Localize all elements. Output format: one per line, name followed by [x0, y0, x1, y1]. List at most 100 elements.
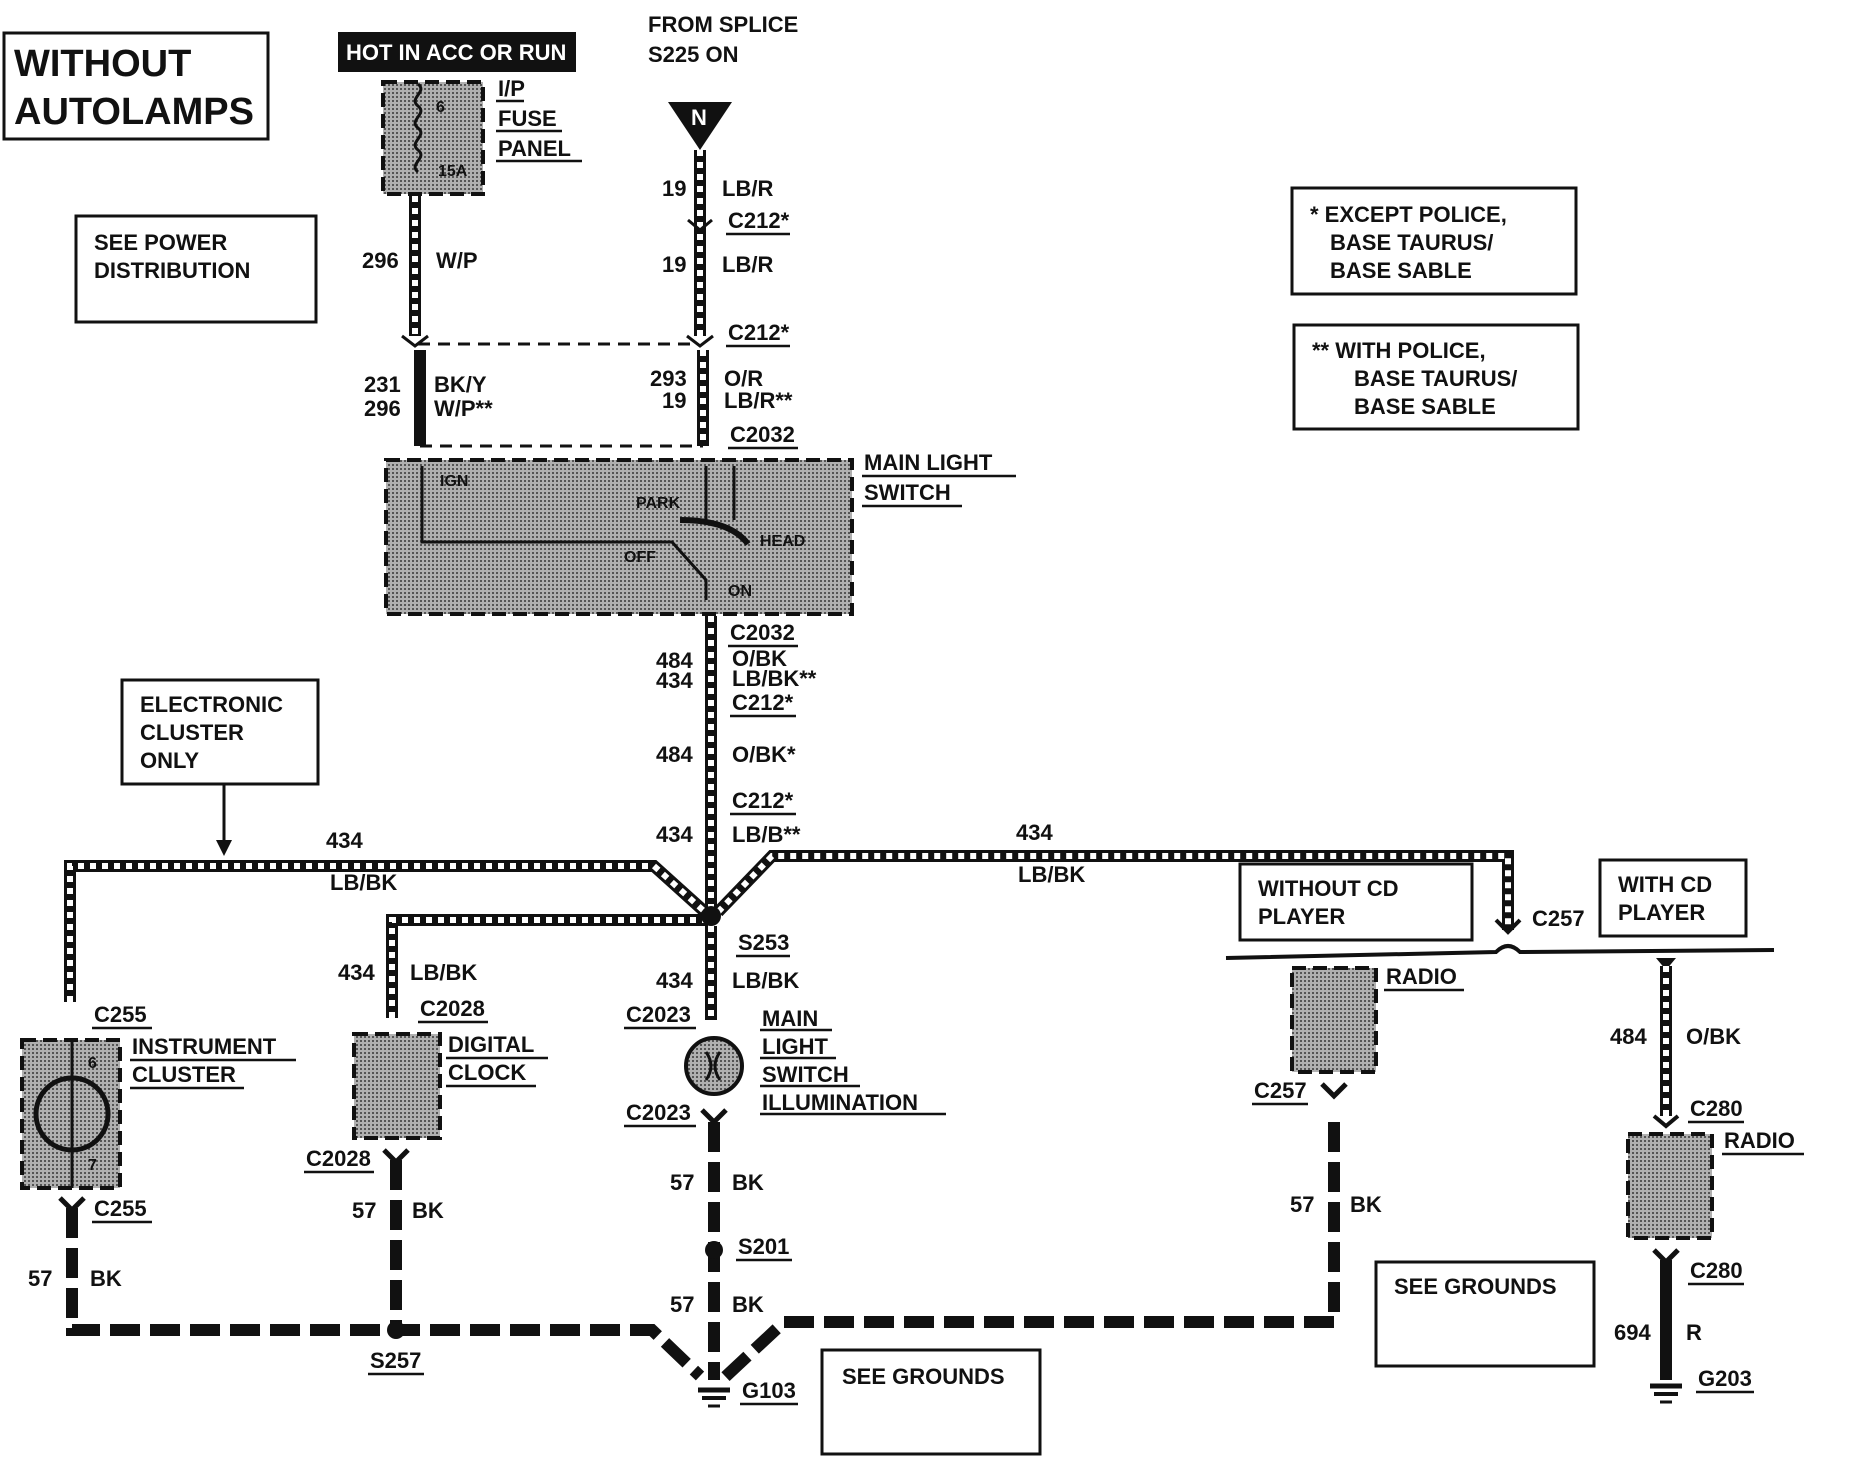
- w19c-color: LB/R**: [724, 388, 793, 413]
- w434-clock-color: LB/BK: [410, 960, 477, 985]
- splice-triangle-icon: [668, 102, 732, 150]
- splice-source: FROM SPLICE S225 ON N: [648, 12, 798, 150]
- w434-illum-color: LB/BK: [732, 968, 799, 993]
- connector-c212-1-icon: [687, 218, 713, 232]
- w296-color: W/P: [436, 248, 478, 273]
- w434a-num: 434: [656, 668, 693, 693]
- electronic-cluster-box: ELECTRONIC CLUSTER ONLY: [120, 678, 320, 856]
- note-with-line2: BASE TAURUS/: [1354, 366, 1517, 391]
- fuse-label3: PANEL: [498, 136, 571, 161]
- note-except-line3: BASE SABLE: [1330, 258, 1472, 283]
- switch-on: ON: [728, 583, 752, 600]
- fuse-label1: I/P: [498, 76, 525, 101]
- w57-main-a-color: BK: [732, 1170, 764, 1195]
- radio-a: RADIO C257 57 BK: [1252, 964, 1464, 1217]
- connector-c212-left-icon: [401, 334, 429, 348]
- w19b-num: 19: [662, 252, 686, 277]
- see-power-line1: SEE POWER: [94, 230, 227, 255]
- w434b-num: 434: [656, 822, 693, 847]
- wire-434-right: 434 LB/BK: [713, 820, 1514, 930]
- radio-b-label: RADIO: [1724, 1128, 1795, 1153]
- g103-label: G103: [742, 1378, 796, 1403]
- clock-label1: DIGITAL: [448, 1032, 534, 1057]
- with-cd-line2: PLAYER: [1618, 900, 1705, 925]
- w484b-num: 484: [656, 742, 693, 767]
- hot-label: HOT IN ACC OR RUN: [338, 32, 576, 72]
- w484a-color: O/BK: [732, 646, 787, 671]
- g203-label: G203: [1698, 1366, 1752, 1391]
- see-power-line2: DISTRIBUTION: [94, 258, 250, 283]
- w434-right-color: LB/BK: [1018, 862, 1085, 887]
- c212-4: C212*: [732, 788, 794, 813]
- s257-label: S257: [370, 1348, 421, 1373]
- digital-clock: C2028 DIGITAL CLOCK C2028: [304, 996, 548, 1174]
- title-line2: AUTOLAMPS: [14, 91, 254, 133]
- w57-main-b-color: BK: [732, 1292, 764, 1317]
- splice-line2: S225 ON: [648, 42, 739, 67]
- note-with-box: ** WITH POLICE, BASE TAURUS/ BASE SABLE: [1292, 323, 1580, 431]
- electronic-line3: ONLY: [140, 748, 199, 773]
- hot-label-text: HOT IN ACC OR RUN: [346, 40, 566, 65]
- fuse-num: 6: [436, 99, 445, 116]
- cluster-pin-top: 6: [88, 1055, 97, 1072]
- w231-color: BK/Y: [434, 372, 487, 397]
- wire-434-clock: 434 LB/BK: [338, 914, 708, 1018]
- splice-s253: S253 434 LB/BK: [656, 906, 799, 1020]
- instrument-label2: CLUSTER: [132, 1062, 236, 1087]
- illum-label1: MAIN: [762, 1006, 818, 1031]
- w484-radio-color: O/BK: [1686, 1024, 1741, 1049]
- c257-bot: C257: [1254, 1078, 1307, 1103]
- main-light-switch: IGN PARK HEAD OFF ON MAIN LIGHT SWITCH: [384, 450, 1016, 616]
- w296b-color: W/P**: [434, 396, 493, 421]
- without-cd-line2: PLAYER: [1258, 904, 1345, 929]
- wire-19: 19 LB/R C212* 19 LB/R: [662, 150, 790, 336]
- see-grounds-box-a: SEE GROUNDS: [820, 1348, 1042, 1456]
- w434-illum-num: 434: [656, 968, 693, 993]
- title-box: WITHOUT AUTOLAMPS: [2, 31, 270, 141]
- w434-left-color: LB/BK: [330, 870, 397, 895]
- clock-label2: CLOCK: [448, 1060, 526, 1085]
- see-grounds-a-text: SEE GROUNDS: [842, 1364, 1005, 1389]
- ground-wire-center: 57 BK S201 57 BK G103: [670, 1108, 1340, 1408]
- wire-293-19: 293 O/R 19 LB/R**: [650, 350, 793, 446]
- without-cd-box: WITHOUT CD PLAYER: [1238, 862, 1474, 942]
- switch-label2: SWITCH: [864, 480, 951, 505]
- c257-top: C257: [1532, 906, 1585, 931]
- w231-num: 231: [364, 372, 401, 397]
- w694-color: R: [1686, 1320, 1702, 1345]
- w19a-num: 19: [662, 176, 686, 201]
- s201-label: S201: [738, 1234, 789, 1259]
- fuse-panel: 6 15A I/P FUSE PANEL: [381, 76, 582, 196]
- arrow-up-icon: [1656, 958, 1676, 970]
- note-except-line1: * EXCEPT POLICE,: [1310, 202, 1507, 227]
- splice-s257-dot-icon: [387, 1321, 405, 1339]
- see-power-box: SEE POWER DISTRIBUTION: [74, 214, 318, 324]
- switch-label1: MAIN LIGHT: [864, 450, 993, 475]
- with-cd-line1: WITH CD: [1618, 872, 1712, 897]
- instrument-label1: INSTRUMENT: [132, 1034, 277, 1059]
- wire-434-left: 434 LB/BK: [64, 828, 710, 1002]
- ground-wires-left: 57 BK 57 BK S257: [28, 1148, 705, 1381]
- illumination-bulb: C2023 C2023 MAIN LIGHT SWITCH ILLUMINATI…: [624, 1002, 946, 1128]
- c212-row: C212*: [401, 320, 790, 348]
- w434-clock-num: 434: [338, 960, 375, 985]
- w57-clock-color: BK: [412, 1198, 444, 1223]
- wire-296: 296 W/P: [362, 196, 478, 336]
- switch-head: HEAD: [760, 533, 805, 550]
- cluster-pin-bot: 7: [88, 1157, 97, 1174]
- w19b-color: LB/R: [722, 252, 773, 277]
- w57-main-a-num: 57: [670, 1170, 694, 1195]
- illum-label2: LIGHT: [762, 1034, 829, 1059]
- fuse-rating: 15A: [438, 163, 468, 180]
- with-cd-box: WITH CD PLAYER: [1598, 858, 1748, 938]
- c212-2: C212*: [728, 320, 790, 345]
- c2032-bot: C2032: [730, 620, 795, 645]
- w57-cluster-num: 57: [28, 1266, 52, 1291]
- w57-main-b-num: 57: [670, 1292, 694, 1317]
- w57-radio-color: BK: [1350, 1192, 1382, 1217]
- electronic-line2: CLUSTER: [140, 720, 244, 745]
- w434a-color: LB/BK**: [732, 666, 817, 691]
- note-except-box: * EXCEPT POLICE, BASE TAURUS/ BASE SABLE: [1290, 186, 1578, 296]
- title-line1: WITHOUT: [14, 43, 191, 85]
- c2023-bot: C2023: [626, 1100, 691, 1125]
